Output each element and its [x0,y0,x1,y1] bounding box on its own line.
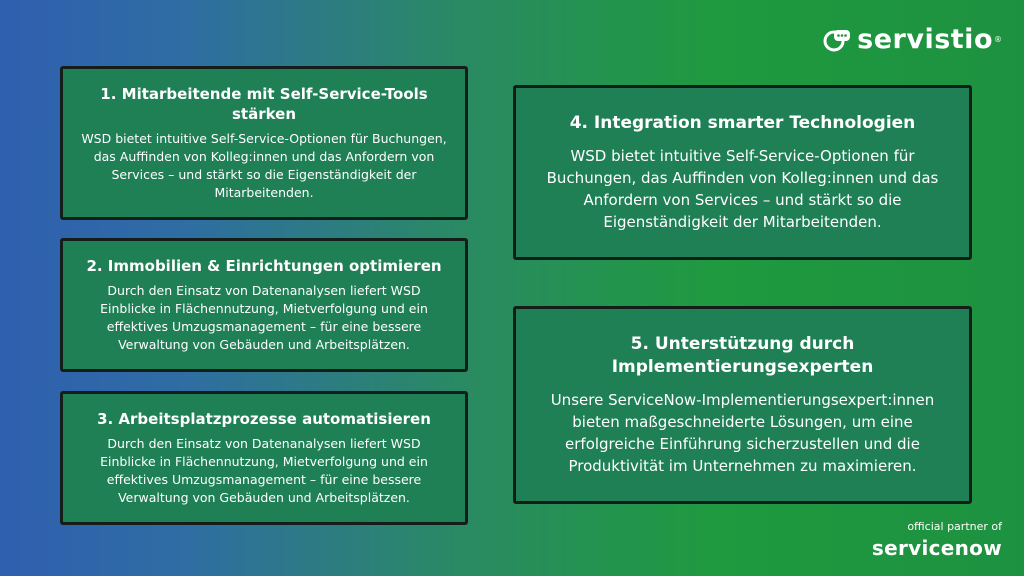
card-title: 4. Integration smarter Technologien [569,112,916,133]
chat-bubble-logo-icon [823,29,851,51]
card-title: 1. Mitarbeitende mit Self-Service-Tools … [100,84,428,123]
card-employee-self-service: 1. Mitarbeitende mit Self-Service-Tools … [60,66,468,220]
card-body: Durch den Einsatz von Datenanalysen lief… [100,435,428,506]
card-implementation-experts: 5. Unterstützung durch Implementierungse… [513,306,972,504]
card-body: Unsere ServiceNow-Implementierungsexpert… [550,391,935,475]
servicenow-logo: servicenow [871,536,1002,560]
card-body: WSD bietet intuitive Self-Service-Option… [546,147,939,231]
card-real-estate-optimization: 2. Immobilien & Einrichtungen optimieren… [60,238,468,372]
card-body: Durch den Einsatz von Datenanalysen lief… [100,282,428,353]
registered-mark: ® [994,35,1002,44]
partner-line: official partner of [907,520,1002,533]
card-title: 3. Arbeitsplatzprozesse automatisieren [97,409,431,428]
card-workplace-automation: 3. Arbeitsplatzprozesse automatisieren D… [60,391,468,525]
brand-name: servistio [857,24,993,55]
card-smart-technology: 4. Integration smarter Technologien WSD … [513,85,972,260]
card-title: 5. Unterstützung durch Implementierungse… [611,333,874,377]
servistio-logo: servistio ® [822,24,1002,55]
partner-badge: official partner of servicenow [872,520,1002,560]
card-title: 2. Immobilien & Einrichtungen optimieren [86,256,442,275]
card-body: WSD bietet intuitive Self-Service-Option… [81,131,447,201]
